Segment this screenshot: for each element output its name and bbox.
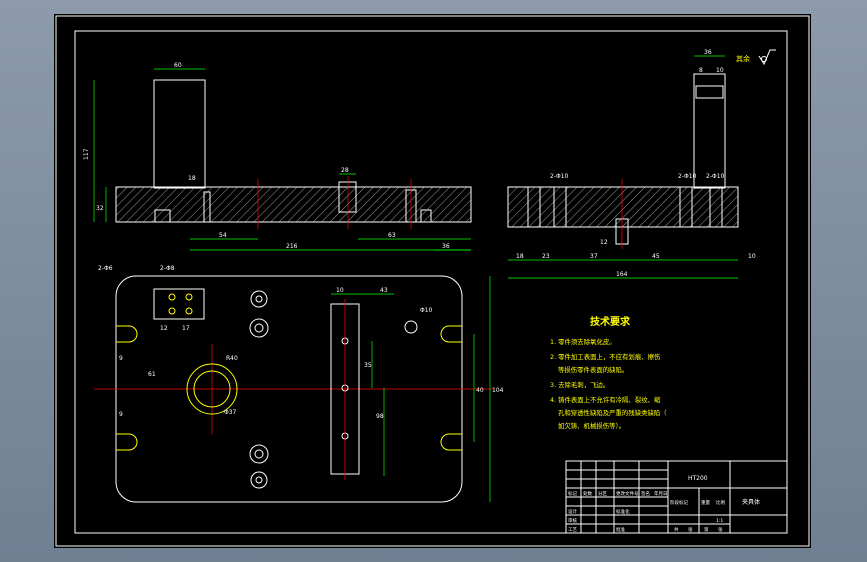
side-hole-right: 2-Φ10 bbox=[706, 173, 725, 180]
roughness-note: 其余 bbox=[736, 54, 750, 63]
plan-dim-43: 43 bbox=[380, 287, 388, 294]
plan-dim-40: 40 bbox=[476, 387, 484, 394]
tb-label-5: 年月日 bbox=[654, 490, 668, 497]
side-upright bbox=[693, 73, 726, 189]
dim-36: 36 bbox=[442, 243, 450, 250]
front-upright bbox=[153, 79, 206, 189]
side-dim-12: 12 bbox=[600, 239, 608, 246]
plan-dim-10: 10 bbox=[336, 287, 344, 294]
dim-height-total: 117 bbox=[83, 148, 90, 160]
tech-item-4b: 孔和穿透性缺陷及严重的残缺类缺陷（ bbox=[558, 408, 667, 417]
front-section-view: 60 117 32 54 216 63 36 28 18 bbox=[83, 62, 472, 251]
tb-label-15: 张 bbox=[688, 526, 693, 533]
side-dim-37: 37 bbox=[590, 253, 598, 260]
dim-top-width: 60 bbox=[174, 62, 182, 69]
side-dim-23: 23 bbox=[542, 253, 550, 260]
tb-label-7: 标准化 bbox=[616, 508, 630, 515]
tb-label-11: 审核 bbox=[568, 517, 577, 524]
tb-label-2: 分区 bbox=[598, 490, 607, 497]
tech-item-4: 4. 铸件表面上不允许有冷隔、裂纹、缩 bbox=[550, 395, 661, 404]
plan-dim-9b: 9 bbox=[119, 411, 123, 418]
plan-dim-9a: 9 bbox=[119, 355, 123, 362]
tb-label-9: 重量 bbox=[701, 499, 710, 506]
dim-54: 54 bbox=[219, 232, 227, 239]
plan-phi37: Φ37 bbox=[224, 409, 237, 416]
tech-item-4c: 如欠铸、机械损伤等）。 bbox=[558, 421, 625, 430]
tb-label-14: 共 bbox=[674, 526, 679, 533]
dim-216: 216 bbox=[286, 243, 298, 250]
plan-dim-61: 61 bbox=[148, 371, 156, 378]
tb-label-6: 设计 bbox=[568, 508, 577, 515]
title-material: HT200 bbox=[688, 475, 708, 482]
tech-item-2: 2. 零件加工表面上，不应有划痕、擦伤 bbox=[550, 352, 660, 361]
roughness-symbol: 其余 bbox=[736, 49, 776, 66]
tech-requirements: 技术要求 1. 零件须去除氧化皮。 2. 零件加工表面上，不应有划痕、擦伤 等损… bbox=[550, 315, 667, 430]
tb-label-0: 标记 bbox=[568, 490, 577, 497]
tech-item-3: 3. 去除毛刺，飞边。 bbox=[550, 380, 609, 389]
tb-label-4: 签名 bbox=[641, 490, 650, 497]
side-dim-18: 18 bbox=[516, 253, 524, 260]
plan-dim-98: 98 bbox=[376, 413, 384, 420]
side-base bbox=[507, 186, 739, 228]
plan-phi10: Φ10 bbox=[420, 307, 433, 314]
drawing-sheet: 其余 60 117 32 54 216 63 36 28 18 bbox=[54, 14, 811, 548]
front-base bbox=[115, 186, 472, 223]
dim-18: 18 bbox=[188, 175, 196, 182]
dim-height-base: 32 bbox=[96, 205, 104, 212]
title-block: HT200 夹具体 标记 处数 分区 更改文件号 签名 年月日 设计 标准化 阶… bbox=[565, 460, 788, 534]
plan-dim-12: 12 bbox=[160, 325, 168, 332]
plan-holes-a: 2-Φ6 bbox=[98, 265, 113, 272]
side-hole-left: 2-Φ10 bbox=[550, 173, 569, 180]
drawing-canvas: 其余 60 117 32 54 216 63 36 28 18 bbox=[55, 15, 810, 547]
inner-frame bbox=[74, 30, 788, 534]
tb-label-16: 第 bbox=[704, 526, 709, 533]
outer-frame bbox=[55, 15, 810, 547]
side-section-view: 36 8 10 2-Φ10 2-Φ10 2-Φ10 12 18 23 37 45… bbox=[507, 49, 756, 279]
side-dim-8: 8 bbox=[699, 67, 703, 74]
plan-main-bore bbox=[186, 363, 238, 415]
side-hole-mid: 2-Φ10 bbox=[678, 173, 697, 180]
plan-holes-b: 2-Φ8 bbox=[160, 265, 175, 272]
side-dim-width: 36 bbox=[704, 49, 712, 56]
plan-dim-104: 104 bbox=[492, 387, 504, 394]
tb-label-1: 处数 bbox=[583, 490, 592, 497]
dim-28: 28 bbox=[341, 167, 349, 174]
side-dim-10b: 10 bbox=[748, 253, 756, 260]
side-dim-164: 164 bbox=[616, 271, 628, 278]
tb-label-8: 阶段标记 bbox=[670, 499, 688, 506]
title-part-name: 夹具体 bbox=[742, 498, 760, 506]
side-dim-45: 45 bbox=[652, 253, 660, 260]
tb-label-12: 工艺 bbox=[568, 527, 577, 533]
tb-label-10: 比例 bbox=[716, 499, 725, 506]
plan-dim-17: 17 bbox=[182, 325, 190, 332]
tb-label-3: 更改文件号 bbox=[616, 490, 639, 497]
plan-view: 2-Φ6 2-Φ8 12 17 R40 Φ37 61 9 9 10 43 35 … bbox=[94, 265, 504, 503]
side-dim-10: 10 bbox=[716, 67, 724, 74]
tech-item-2b: 等损伤零件表面的缺陷。 bbox=[558, 365, 628, 374]
plan-r40: R40 bbox=[226, 355, 238, 362]
dim-63: 63 bbox=[388, 232, 396, 239]
tech-item-1: 1. 零件须去除氧化皮。 bbox=[550, 337, 616, 346]
tb-label-13: 批准 bbox=[616, 526, 625, 533]
tech-title: 技术要求 bbox=[590, 315, 631, 328]
tb-label-17: 张 bbox=[718, 526, 723, 533]
plan-dim-35: 35 bbox=[364, 362, 372, 369]
tb-scale: 1:1 bbox=[716, 518, 723, 524]
